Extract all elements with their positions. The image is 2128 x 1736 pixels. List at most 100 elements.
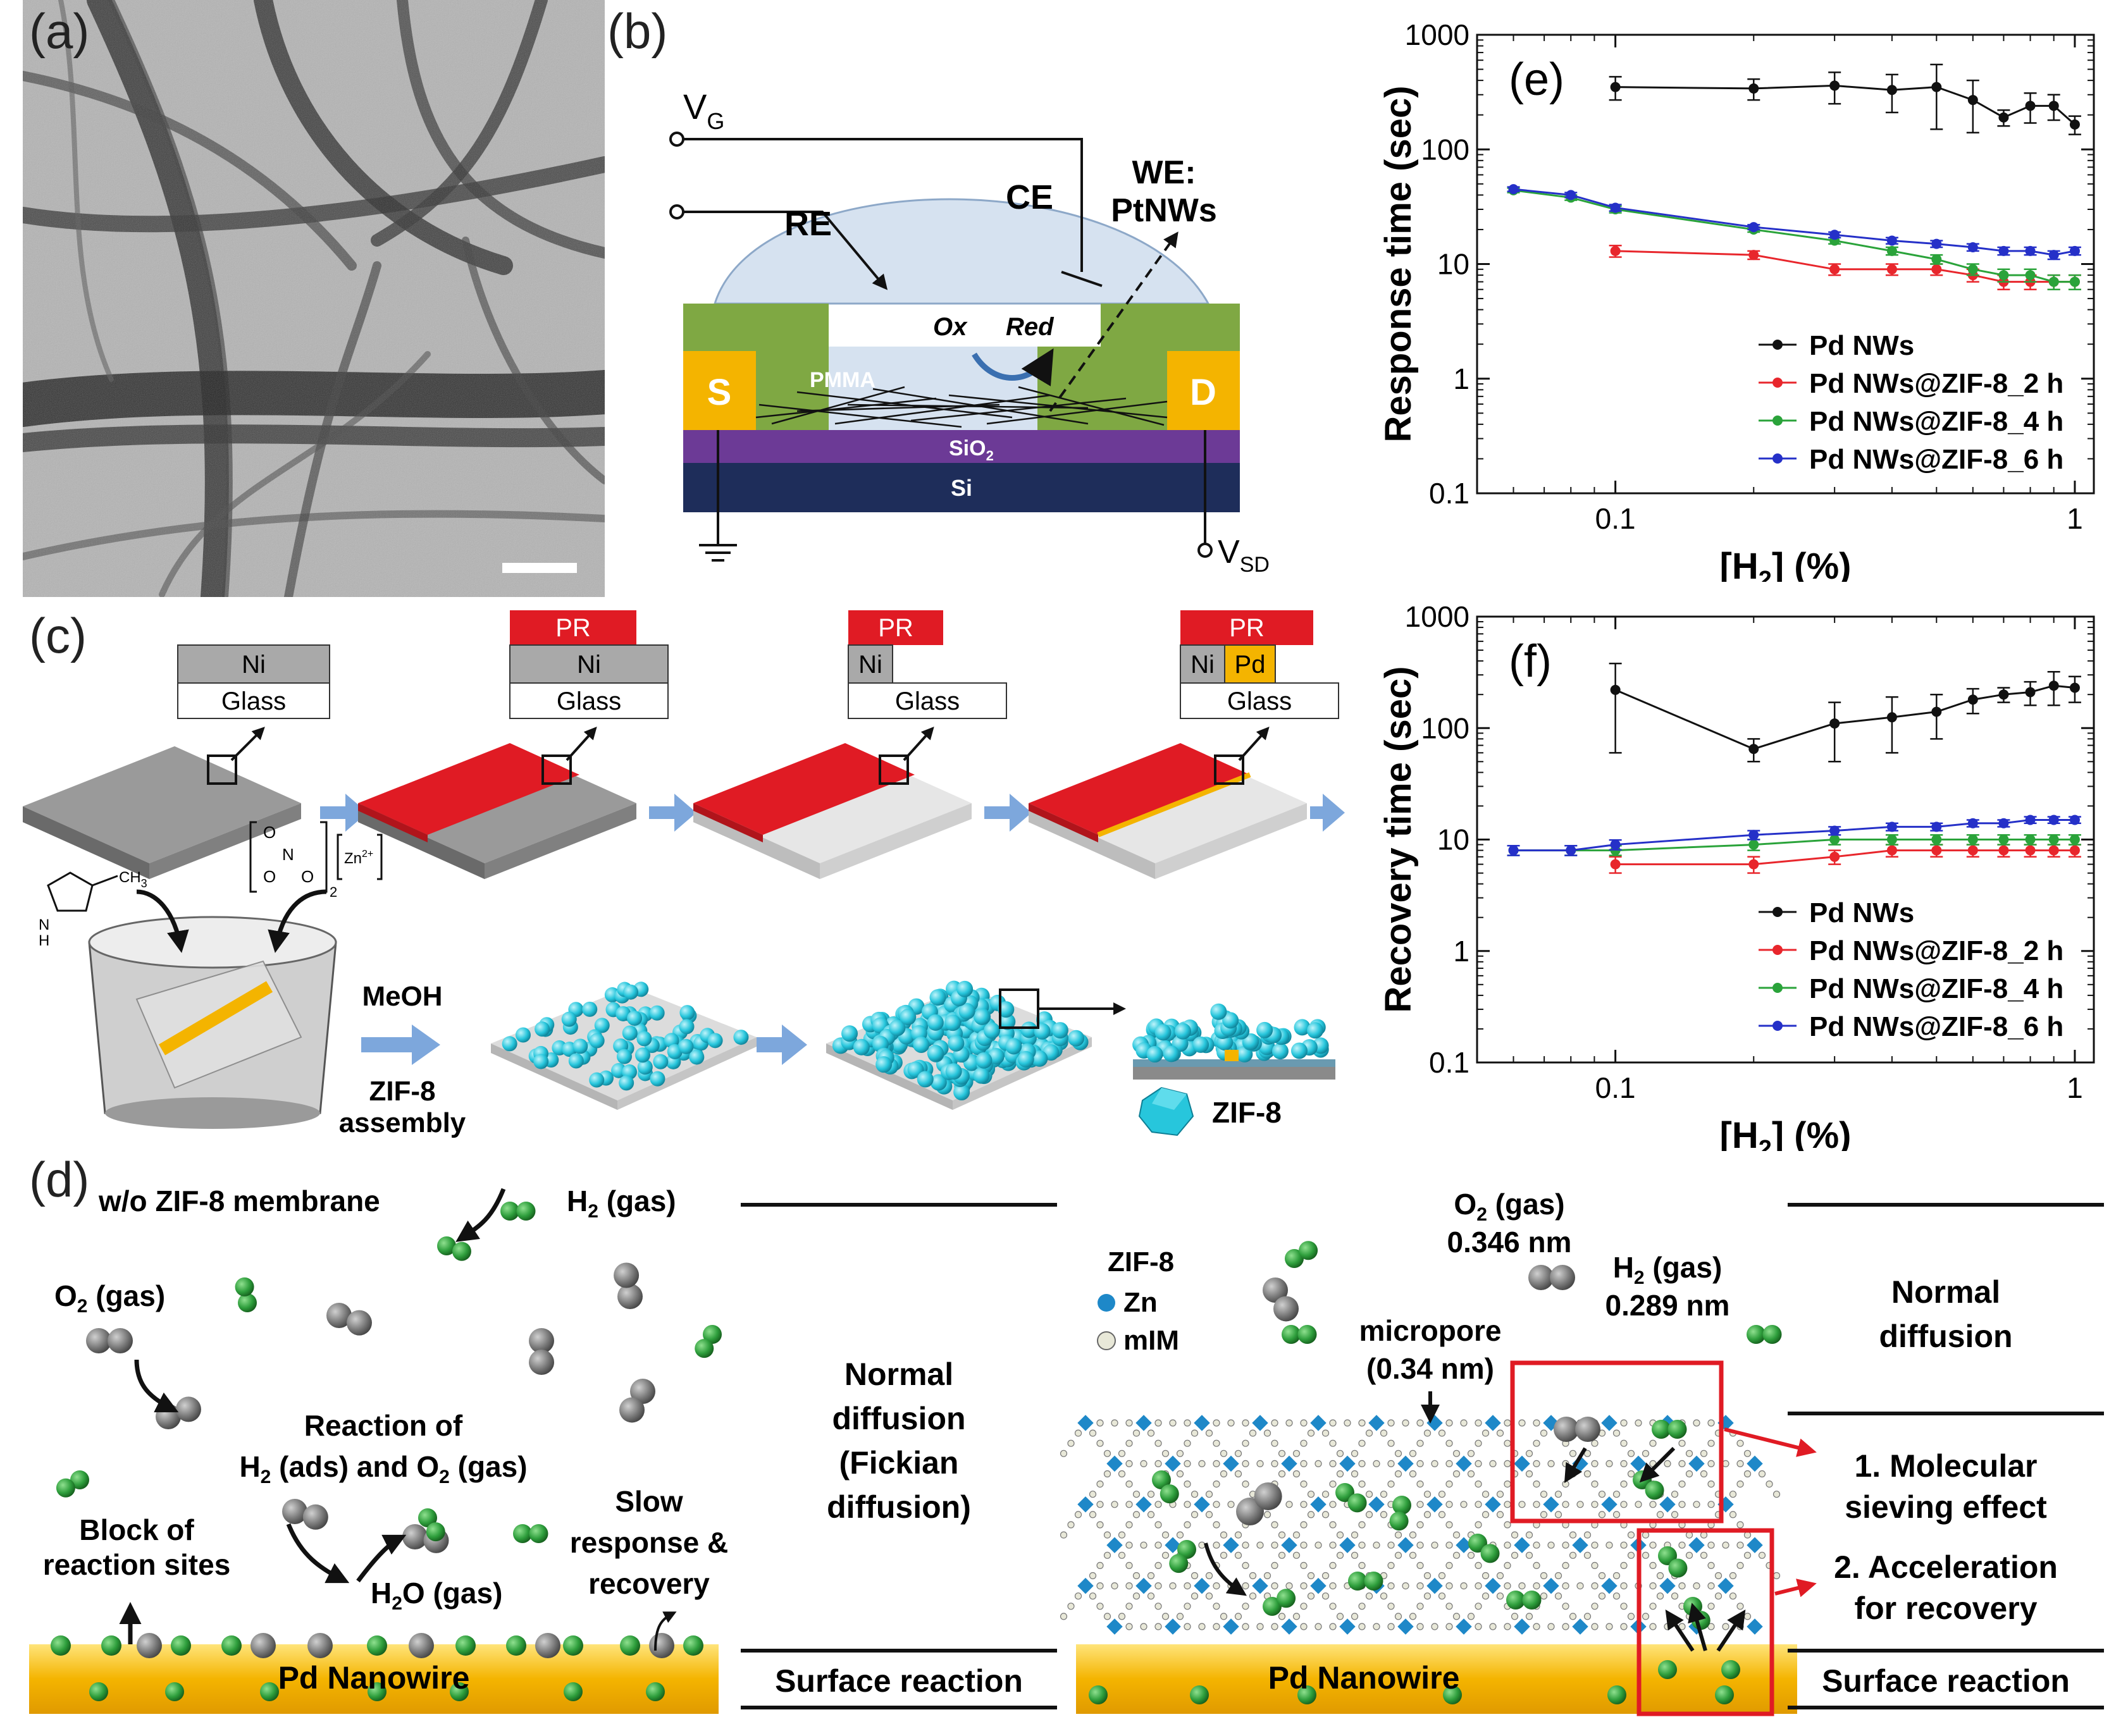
chart-e-data-point [1566, 190, 1576, 200]
mim-linker [1445, 1480, 1453, 1488]
pd-nanowire-left-label: Pd Nanowire [278, 1660, 470, 1696]
chart-e-data-point [1998, 245, 2009, 256]
mim-linker [1649, 1561, 1657, 1570]
zif-particle [927, 1045, 944, 1062]
mim-linker [1263, 1511, 1271, 1518]
zn-node [1659, 1496, 1676, 1513]
mim-linker [1707, 1582, 1715, 1590]
mim-linker [1067, 1521, 1075, 1529]
mim-linker [1242, 1561, 1249, 1570]
step-4: PR Ni Pd Glass [1029, 610, 1339, 879]
chart-e-data-point [2048, 276, 2059, 287]
atom [1645, 1481, 1664, 1500]
chart-f-series-line-2 [1513, 839, 2075, 852]
zn-legend-label: Zn [1123, 1287, 1158, 1318]
mim-linker [1213, 1480, 1220, 1488]
mim-linker [1525, 1470, 1533, 1478]
mim-linker [1693, 1419, 1700, 1427]
effect-2-label-1: 2. Acceleration [1834, 1549, 2058, 1585]
zn-legend-dot [1098, 1294, 1115, 1312]
svg-text:2: 2 [330, 884, 337, 900]
zn-node [1485, 1577, 1501, 1594]
mim-linker [1496, 1572, 1504, 1580]
chart-f-legend-label: Pd NWs@ZIF-8_6 h [1809, 1011, 2063, 1042]
mim-linker [1096, 1521, 1104, 1529]
left-h2-label: H2 (gas) [567, 1185, 676, 1222]
mim-linker [1525, 1551, 1533, 1559]
chart-f-legend-label: Pd NWs [1809, 897, 1914, 928]
right-region-top-1: Normal [1891, 1274, 2000, 1310]
mim-linker [1504, 1480, 1511, 1488]
zif-particle [984, 1022, 1001, 1039]
zn-node [1747, 1618, 1763, 1635]
panel-c: (c) Ni Glass PR Ni [23, 594, 1351, 1151]
mim-linker [1438, 1572, 1446, 1580]
mim-linker [1125, 1623, 1133, 1630]
chart-f-legend-marker [1772, 1021, 1783, 1031]
mim-linker [1475, 1480, 1482, 1488]
mim-linker [1191, 1511, 1199, 1518]
o2-molecule [1263, 1277, 1299, 1322]
zn-node [1601, 1577, 1618, 1594]
mim-linker [1220, 1613, 1228, 1620]
mim-linker [1220, 1531, 1228, 1539]
zif-particle [649, 1005, 665, 1021]
chart-e-ytick-label: 10 [1437, 248, 1469, 281]
chart-e-data-point [1610, 82, 1621, 92]
mim-linker [1096, 1603, 1104, 1610]
mim-linker [1103, 1450, 1111, 1457]
mim-linker [1605, 1623, 1613, 1630]
mim-linker [1271, 1521, 1278, 1529]
mim-linker [1336, 1450, 1344, 1457]
zif-particle [1290, 1042, 1308, 1059]
mim-linker [1351, 1450, 1359, 1457]
chart-e-data-point [1829, 264, 1840, 274]
mim-linker [1562, 1582, 1569, 1590]
mim-linker [1140, 1541, 1148, 1549]
we-label-line1: WE: [1132, 154, 1196, 191]
chart-e-data-point [1610, 202, 1621, 213]
mim-linker [1074, 1592, 1082, 1600]
mim-linker [1307, 1511, 1315, 1518]
sieving-highlight-box [1510, 1360, 1724, 1524]
mim-linker [1365, 1511, 1373, 1518]
mim-linker [1562, 1460, 1569, 1467]
atom [260, 1682, 279, 1701]
mim-linker [1198, 1623, 1206, 1630]
atom [1282, 1325, 1301, 1344]
zn-node [1688, 1455, 1705, 1472]
zn-node [1223, 1618, 1239, 1635]
zif-particle [561, 1011, 577, 1027]
mim-linker [1184, 1603, 1191, 1610]
atom [450, 1682, 469, 1701]
mim-linker [1125, 1480, 1133, 1488]
mim-linker [1591, 1582, 1599, 1590]
chart-e-xlabel: [H2] (%) [1720, 546, 1852, 582]
mim-linker [1249, 1429, 1257, 1437]
o2-molecule [326, 1303, 372, 1336]
mim-linker [1321, 1511, 1330, 1518]
mim-linker [1482, 1429, 1490, 1437]
mim-linker [1423, 1572, 1432, 1580]
zn-node [1281, 1618, 1297, 1635]
chart-f-data-point [2025, 815, 2036, 825]
mim-linker [1540, 1572, 1548, 1580]
slow-label-1: Slow [615, 1485, 683, 1518]
zn-node [1281, 1537, 1297, 1553]
mim-linker [1060, 1450, 1068, 1457]
vg-terminal-label: VG [683, 87, 724, 134]
h2-molecule [1652, 1420, 1687, 1439]
mim-linker [1649, 1623, 1657, 1630]
atom [418, 1508, 437, 1527]
atom [1263, 1277, 1288, 1303]
mim-linker [1213, 1603, 1220, 1610]
chart-f-data-point [2069, 845, 2080, 856]
mim-linker [1307, 1572, 1315, 1580]
mim-linker [1292, 1450, 1301, 1457]
mim-linker [1642, 1613, 1650, 1620]
mim-linker [1416, 1439, 1424, 1447]
mim-legend-label: mIM [1123, 1325, 1179, 1356]
atom [683, 1635, 703, 1656]
chart-e-ytick-label: 1000 [1405, 18, 1469, 51]
mim-linker [1591, 1439, 1599, 1447]
